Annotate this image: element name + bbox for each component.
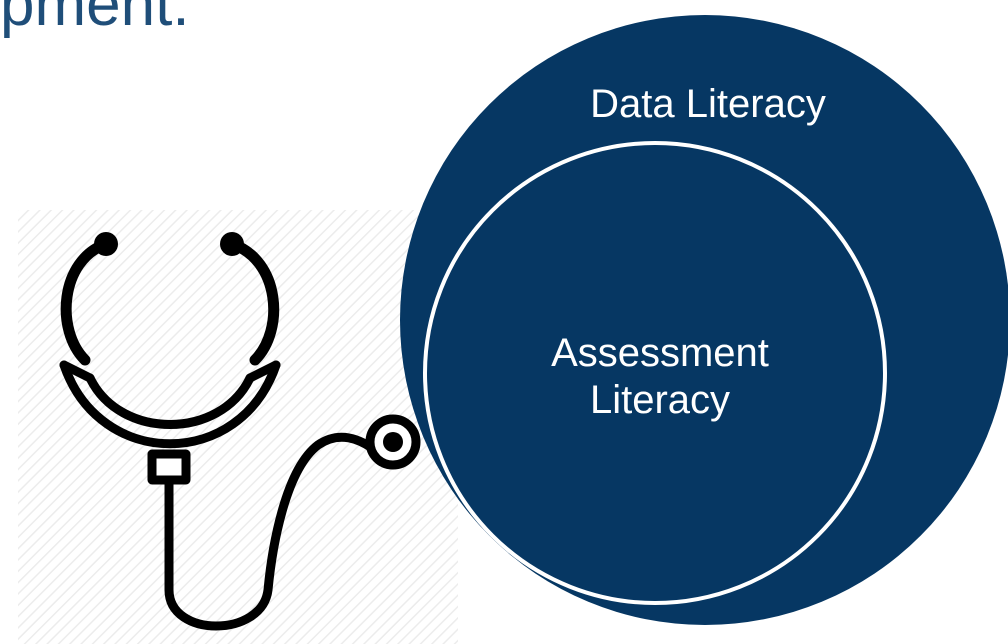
heading-fragment: pment. [0,0,190,39]
stethoscope-icon [59,232,421,631]
assessment-literacy-circle [423,141,887,605]
inner-circle-label-line1: Assessment [551,331,769,375]
inner-circle-label-line2: Literacy [590,378,730,422]
outer-circle-label: Data Literacy [590,82,826,126]
